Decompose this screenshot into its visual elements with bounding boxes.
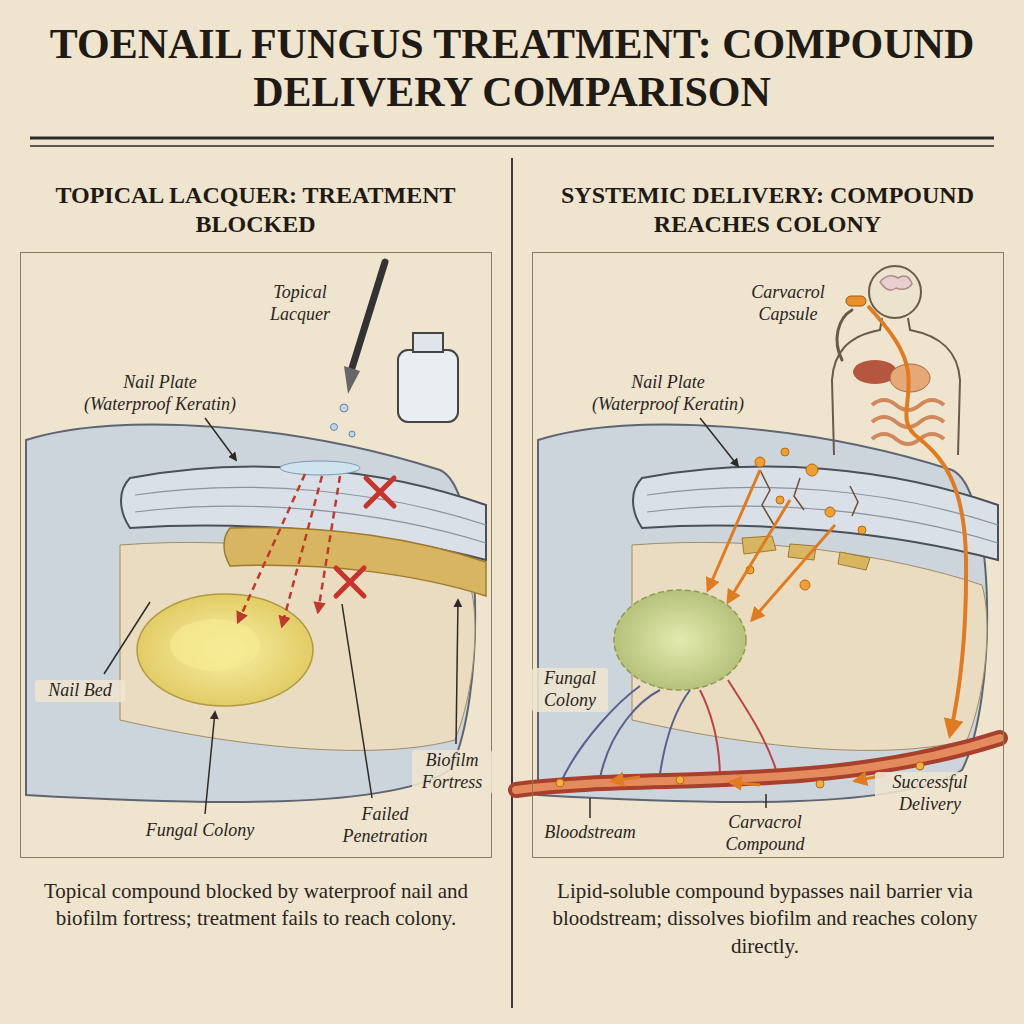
brain bbox=[880, 276, 912, 290]
blocked-path bbox=[318, 476, 340, 612]
leader-line bbox=[205, 418, 236, 460]
part-label: Nail Bed bbox=[35, 680, 125, 702]
caption-text: Lipid-soluble compound bypasses nail bar… bbox=[545, 878, 985, 960]
particle bbox=[800, 580, 810, 590]
particle bbox=[755, 457, 765, 467]
part-label: Bloodstream bbox=[535, 822, 645, 844]
part-label: Failed Penetration bbox=[330, 804, 440, 848]
part-label: Successful Delivery bbox=[875, 772, 985, 816]
leader-line bbox=[456, 600, 458, 744]
delivery-arrow bbox=[708, 470, 760, 590]
brush-bristles bbox=[344, 366, 360, 394]
compound-particles bbox=[746, 448, 866, 590]
flow-arrow bbox=[730, 782, 760, 785]
block-mark bbox=[336, 568, 364, 596]
head bbox=[869, 266, 921, 318]
particle bbox=[825, 507, 835, 517]
keratin-layers bbox=[647, 487, 998, 543]
particle bbox=[916, 762, 924, 770]
particle bbox=[676, 776, 684, 784]
leader-line bbox=[765, 794, 767, 808]
capillary bbox=[700, 680, 780, 784]
droplet bbox=[340, 404, 348, 412]
diagram-title: TOENAIL FUNGUS TREATMENT: COMPOUND DELIV… bbox=[32, 20, 992, 117]
blocked-path bbox=[282, 476, 322, 626]
title-rule bbox=[30, 145, 994, 147]
brush-handle bbox=[352, 262, 385, 368]
capsule bbox=[846, 296, 866, 306]
particle bbox=[556, 779, 564, 787]
biofilm-fragment bbox=[742, 536, 870, 570]
biofilm bbox=[224, 527, 486, 596]
toe-group bbox=[538, 424, 998, 802]
part-label: Topical Lacquer bbox=[255, 282, 345, 326]
particle bbox=[781, 448, 789, 456]
panel-heading: SYSTEMIC DELIVERY: COMPOUND REACHES COLO… bbox=[558, 181, 978, 239]
particle bbox=[776, 496, 784, 504]
leader-line bbox=[589, 798, 591, 818]
fungal-colony bbox=[137, 594, 313, 706]
block-mark bbox=[366, 478, 394, 506]
compound-in-blood bbox=[556, 762, 924, 788]
panel: SYSTEMIC DELIVERY: COMPOUND REACHES COLO… bbox=[532, 252, 1004, 858]
panel-heading: TOPICAL LACQUER: TREATMENT BLOCKED bbox=[46, 181, 466, 239]
droplet bbox=[349, 431, 355, 437]
part-label: Carvacrol Capsule bbox=[738, 282, 838, 326]
lacquer-puddle bbox=[280, 461, 360, 475]
blocked-path bbox=[238, 474, 305, 622]
leader-line bbox=[205, 712, 215, 814]
colony-core bbox=[170, 619, 260, 671]
fungal-colony bbox=[614, 590, 746, 690]
particle bbox=[806, 464, 818, 476]
part-label: Nail Plate (Waterproof Keratin) bbox=[78, 372, 243, 416]
flow-arrow bbox=[612, 777, 640, 781]
particle bbox=[858, 526, 866, 534]
bottle-neck bbox=[413, 333, 443, 352]
leader-line bbox=[104, 602, 150, 674]
part-label: Carvacrol Compound bbox=[710, 812, 820, 856]
divider bbox=[511, 158, 513, 1008]
leader-line bbox=[342, 604, 372, 798]
part-label: Fungal Colony bbox=[532, 668, 608, 712]
droplet bbox=[331, 424, 338, 431]
part-label: Nail Plate (Waterproof Keratin) bbox=[586, 372, 751, 416]
absorption-path bbox=[868, 306, 966, 735]
delivery-arrow bbox=[752, 525, 835, 620]
leader-line bbox=[700, 418, 738, 466]
part-label: Biofilm Fortress bbox=[412, 750, 492, 794]
part-label: Fungal Colony bbox=[130, 820, 270, 842]
title-rule bbox=[30, 137, 994, 140]
particle bbox=[816, 780, 824, 788]
nail-crack bbox=[760, 470, 858, 525]
caption-text: Topical compound blocked by waterproof n… bbox=[36, 878, 476, 933]
lacquer-bottle bbox=[398, 350, 458, 422]
